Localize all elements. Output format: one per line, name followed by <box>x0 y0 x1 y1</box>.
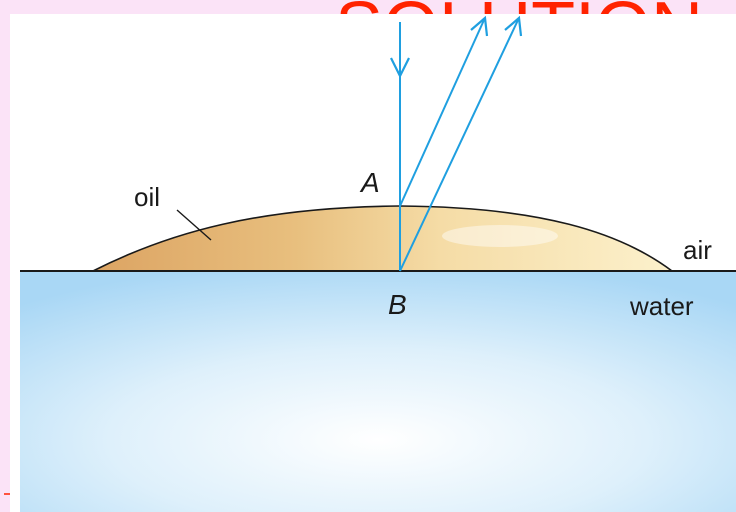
water-label: water <box>629 291 694 321</box>
reflected-arrow-a-icon <box>470 15 489 37</box>
reflected-arrow-b-icon <box>504 15 523 37</box>
oil-label: oil <box>134 182 160 212</box>
incident-arrow-icon <box>390 57 410 79</box>
reflected-ray-b <box>399 19 519 272</box>
point-b-label: B <box>388 289 407 320</box>
reflected-ray-a <box>399 19 485 207</box>
water-region <box>20 271 736 512</box>
oil-highlight <box>442 225 558 247</box>
point-a-label: A <box>359 167 380 198</box>
air-label: air <box>683 235 712 265</box>
oil-leader-line <box>176 209 212 241</box>
